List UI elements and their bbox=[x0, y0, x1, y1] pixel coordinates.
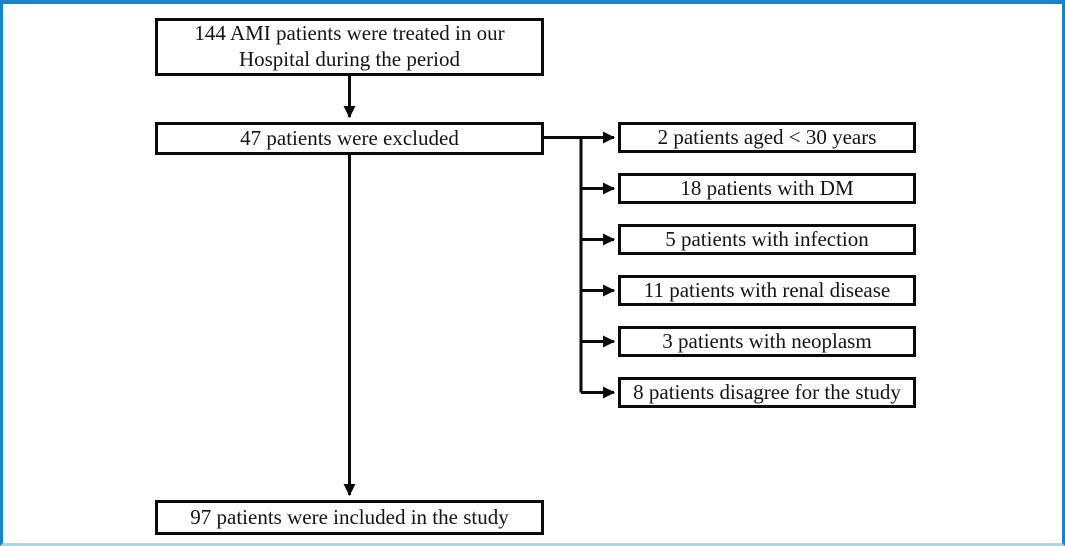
flow-node-enrolled-label: 144 AMI patients were treated in our Hos… bbox=[194, 21, 505, 71]
flow-node-reason-age: 2 patients aged < 30 years bbox=[618, 122, 916, 153]
flow-node-reason-age-label: 2 patients aged < 30 years bbox=[657, 124, 877, 149]
flow-node-reason-neoplasm: 3 patients with neoplasm bbox=[618, 326, 916, 357]
flow-node-reason-disagree-label: 8 patients disagree for the study bbox=[633, 379, 901, 404]
flow-node-reason-dm: 18 patients with DM bbox=[618, 173, 916, 204]
flow-node-reason-renal-label: 11 patients with renal disease bbox=[643, 277, 891, 302]
flow-node-included-label: 97 patients were included in the study bbox=[190, 504, 509, 529]
flow-node-reason-infection-label: 5 patients with infection bbox=[665, 226, 869, 251]
flow-node-reason-infection: 5 patients with infection bbox=[618, 224, 916, 255]
flow-node-reason-disagree: 8 patients disagree for the study bbox=[618, 377, 916, 408]
flow-node-enrolled: 144 AMI patients were treated in our Hos… bbox=[155, 18, 544, 76]
flow-node-reason-neoplasm-label: 3 patients with neoplasm bbox=[662, 328, 872, 353]
flow-node-reason-dm-label: 18 patients with DM bbox=[680, 175, 854, 200]
flow-node-excluded-label: 47 patients were excluded bbox=[240, 125, 459, 150]
flow-node-included: 97 patients were included in the study bbox=[155, 500, 544, 535]
flow-node-excluded: 47 patients were excluded bbox=[155, 122, 544, 155]
exclusion-trunk-line bbox=[544, 136, 583, 393]
flow-node-reason-renal: 11 patients with renal disease bbox=[618, 275, 916, 306]
